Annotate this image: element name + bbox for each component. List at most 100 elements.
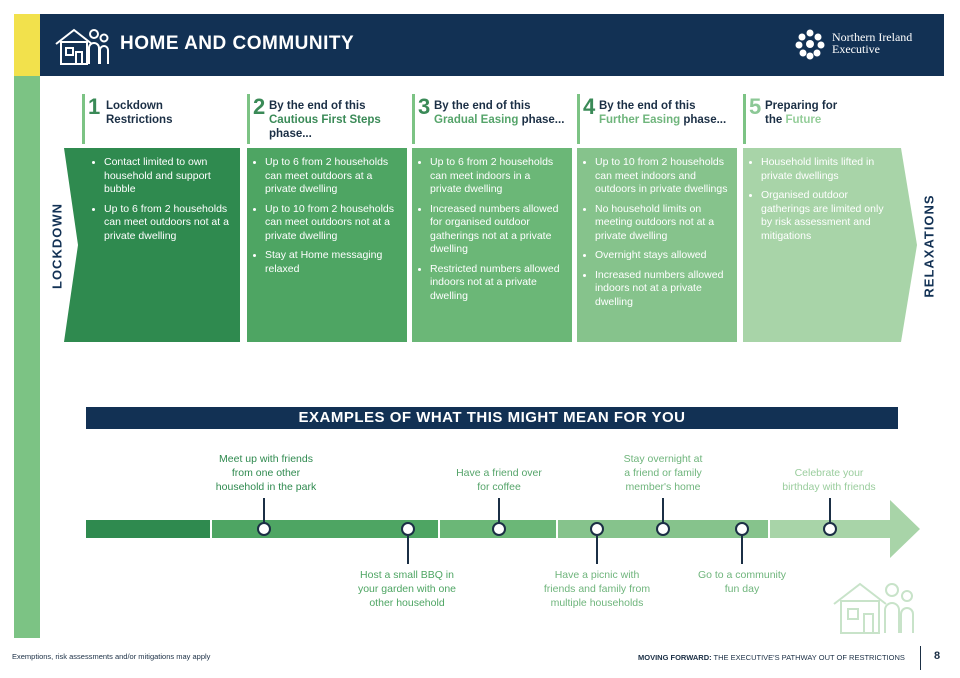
phase-item: Up to 6 from 2 households can meet outdo… xyxy=(104,203,232,244)
example-line: Have a picnic with xyxy=(554,569,640,581)
timeline-pin xyxy=(407,536,409,564)
example-line: birthday with friends xyxy=(782,481,876,493)
timeline-marker xyxy=(823,522,837,536)
phase-heading-line: By the end of this xyxy=(269,100,366,112)
phase-heading-line: phase... xyxy=(521,114,565,126)
example-label-bottom: Go to a community fun day xyxy=(680,568,804,596)
phase-heading-line: the xyxy=(765,114,783,126)
example-line: Meet up with friends xyxy=(219,453,313,465)
example-line: Host a small BBQ in xyxy=(360,569,454,581)
phase-heading-line: phase... xyxy=(269,128,312,140)
example-label-top: Celebrate your birthday with friends xyxy=(764,466,894,494)
phase-item: Stay at Home messaging relaxed xyxy=(265,249,399,276)
phase-divider xyxy=(743,94,746,144)
footer-title: MOVING FORWARD: THE EXECUTIVE'S PATHWAY … xyxy=(638,653,905,662)
phase-heading-line: phase... xyxy=(683,114,727,126)
ni-executive-logo-icon xyxy=(795,29,825,60)
phase-heading: By the end of this Further Easing phase.… xyxy=(599,99,739,127)
relaxations-label: RELAXATIONS xyxy=(921,194,937,298)
lockdown-label: LOCKDOWN xyxy=(49,203,65,289)
phase-3-box: Up to 6 from 2 households can meet indoo… xyxy=(412,148,572,342)
phase-number: 5 xyxy=(749,94,762,119)
example-line: from one other xyxy=(231,467,301,479)
timeline-segment-1 xyxy=(86,520,210,538)
example-label-bottom: Have a picnic with friends and family fr… xyxy=(526,568,668,610)
footer-divider xyxy=(920,646,921,670)
phase-number: 4 xyxy=(583,94,596,119)
phase-item: Up to 10 from 2 households can meet outd… xyxy=(265,203,399,244)
examples-banner: EXAMPLES OF WHAT THIS MIGHT MEAN FOR YOU xyxy=(86,407,898,429)
phase-item: Restricted numbers allowed indoors not a… xyxy=(430,263,564,304)
phase-heading-line: By the end of this xyxy=(434,100,531,112)
phase-number: 3 xyxy=(418,94,431,119)
phase-heading-line: Preparing for xyxy=(765,100,838,112)
timeline-arrow xyxy=(770,500,920,558)
phase-item: Up to 10 from 2 households can meet indo… xyxy=(595,156,729,197)
phase-heading-highlight: Further Easing xyxy=(599,114,681,126)
phase-item: Household limits lifted in private dwell… xyxy=(761,156,887,183)
example-line: your garden with one xyxy=(357,583,457,595)
phase-heading: Lockdown Restrictions xyxy=(106,99,242,127)
timeline-pin xyxy=(498,498,500,524)
timeline-marker xyxy=(590,522,604,536)
footer-title-rest: THE EXECUTIVE'S PATHWAY OUT OF RESTRICTI… xyxy=(711,653,905,662)
timeline-marker xyxy=(401,522,415,536)
left-side-bar xyxy=(14,76,40,638)
phase-heading-line: Lockdown xyxy=(106,100,163,112)
timeline-pin xyxy=(596,536,598,564)
header-banner xyxy=(40,14,944,76)
phase-heading-line: Restrictions xyxy=(106,114,173,126)
phase-divider xyxy=(577,94,580,144)
phase-4-box: Up to 10 from 2 households can meet indo… xyxy=(577,148,737,342)
phase-item: Increased numbers allowed for organised … xyxy=(430,203,564,257)
timeline-pin xyxy=(263,498,265,524)
timeline-marker xyxy=(492,522,506,536)
example-line: member's home xyxy=(625,481,701,493)
lockdown-chevron xyxy=(64,148,86,342)
phase-heading: By the end of this Cautious First Steps … xyxy=(269,99,409,141)
timeline-pin xyxy=(829,498,831,524)
timeline-pin xyxy=(741,536,743,564)
timeline-marker xyxy=(656,522,670,536)
phase-heading-highlight: Cautious First Steps xyxy=(269,114,381,126)
home-community-icon xyxy=(55,28,109,65)
timeline-marker xyxy=(735,522,749,536)
example-label-top: Have a friend over for coffee xyxy=(434,466,564,494)
phase-5-box: Household limits lifted in private dwell… xyxy=(743,148,895,342)
phase-item: Up to 6 from 2 households can meet outdo… xyxy=(265,156,399,197)
example-line: friends and family from xyxy=(543,583,651,595)
logo-line2: Executive xyxy=(832,42,880,56)
footer-disclaimer: Exemptions, risk assessments and/or miti… xyxy=(12,652,211,661)
timeline-marker xyxy=(257,522,271,536)
phase-divider xyxy=(247,94,250,144)
example-line: a friend or family xyxy=(624,467,702,479)
logo-text: Northern Ireland Executive xyxy=(832,31,912,55)
timeline-pin xyxy=(662,498,664,524)
page-title: HOME AND COMMUNITY xyxy=(120,33,355,54)
phase-heading-highlight: Gradual Easing xyxy=(434,114,519,126)
example-line: multiple households xyxy=(550,597,644,609)
header-accent-bar xyxy=(14,14,40,76)
example-label-top: Stay overnight at a friend or family mem… xyxy=(598,452,728,494)
phase-divider xyxy=(82,94,85,144)
example-line: Have a friend over xyxy=(456,467,542,479)
example-line: household in the park xyxy=(215,481,317,493)
example-line: fun day xyxy=(724,583,760,595)
example-line: other household xyxy=(369,597,445,609)
phase-item: No household limits on meeting outdoors … xyxy=(595,203,729,244)
phase-heading-highlight: Future xyxy=(785,114,822,126)
phase-item: Overnight stays allowed xyxy=(595,249,729,263)
example-line: Stay overnight at xyxy=(623,453,703,465)
phase-item: Increased numbers allowed indoors not at… xyxy=(595,269,729,310)
logo-line1: Northern Ireland xyxy=(832,30,913,44)
phase-heading-line: By the end of this xyxy=(599,100,696,112)
phase-number: 2 xyxy=(253,94,266,119)
phase-item: Up to 6 from 2 households can meet indoo… xyxy=(430,156,564,197)
phase-number: 1 xyxy=(88,94,101,119)
footer-title-bold: MOVING FORWARD: xyxy=(638,653,712,662)
example-line: for coffee xyxy=(477,481,521,493)
phase-heading: By the end of this Gradual Easing phase.… xyxy=(434,99,574,127)
phase-heading: Preparing for the Future xyxy=(765,99,905,127)
example-line: Celebrate your xyxy=(794,467,864,479)
example-label-bottom: Host a small BBQ in your garden with one… xyxy=(342,568,472,610)
